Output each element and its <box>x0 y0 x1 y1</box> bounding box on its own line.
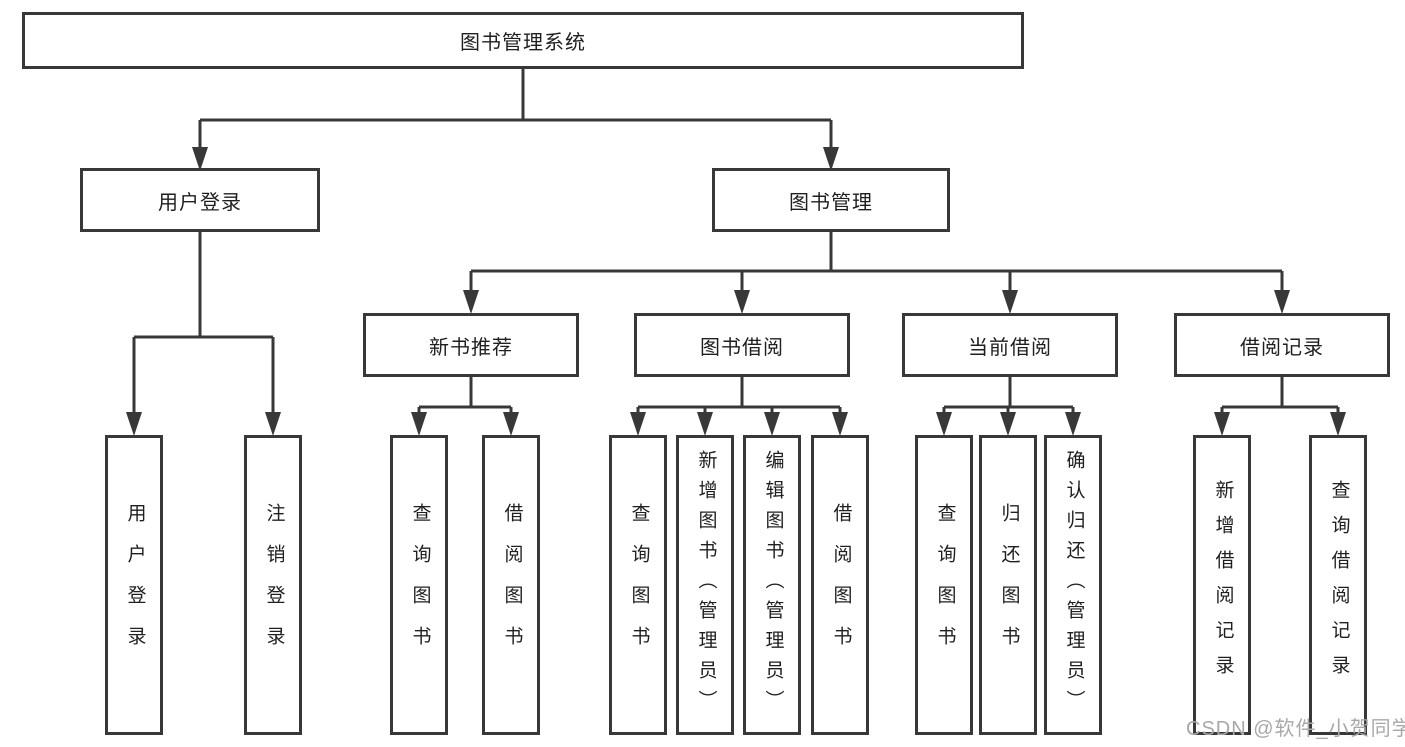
node-current-borrow-label: 当前借阅 <box>968 336 1052 359</box>
leaf-add-book-admin-label: 新增图书（管理员） <box>695 450 717 720</box>
leaf-borrow-query-label: 查询图书 <box>628 503 650 667</box>
watermark: CSDN @软件_小贺同学 <box>1186 718 1405 740</box>
connector-user-login-to-leaves <box>126 232 281 436</box>
connector-root-to-level2 <box>192 69 839 171</box>
arrow-down-icon <box>1214 412 1230 436</box>
connector-borrow-record-to-leaves <box>1214 377 1346 436</box>
leaf-current-query-label: 查询图书 <box>934 503 956 667</box>
arrow-down-icon <box>1000 412 1016 436</box>
leaf-borrow-book: 借阅图书 <box>811 435 869 735</box>
arrow-down-icon <box>265 412 281 436</box>
arrow-down-icon <box>463 290 479 314</box>
node-root: 图书管理系统 <box>22 12 1024 69</box>
leaf-new-book-borrow-label: 借阅图书 <box>501 503 523 667</box>
leaf-return-book: 归还图书 <box>979 435 1037 735</box>
node-user-login-label: 用户登录 <box>158 191 242 214</box>
arrow-down-icon <box>936 412 952 436</box>
leaf-confirm-return-admin-label: 确认归还（管理员） <box>1063 450 1085 720</box>
node-current-borrow: 当前借阅 <box>902 313 1118 377</box>
arrow-down-icon <box>1274 290 1290 314</box>
node-book-management-label: 图书管理 <box>789 191 873 214</box>
arrow-down-icon <box>192 147 208 171</box>
connector-new-book-to-leaves <box>411 377 519 436</box>
leaf-borrow-query: 查询图书 <box>609 435 667 735</box>
arrow-down-icon <box>697 412 713 436</box>
leaf-confirm-return-admin: 确认归还（管理员） <box>1044 435 1102 735</box>
arrow-down-icon <box>411 412 427 436</box>
node-borrow-record-label: 借阅记录 <box>1240 336 1324 359</box>
arrow-down-icon <box>126 412 142 436</box>
arrow-down-icon <box>503 412 519 436</box>
node-user-login: 用户登录 <box>80 168 320 232</box>
leaf-logout-label: 注销登录 <box>263 503 285 667</box>
arrow-down-icon <box>734 290 750 314</box>
leaf-add-borrow-record-label: 新增借阅记录 <box>1212 480 1234 690</box>
node-new-book-recommend: 新书推荐 <box>363 313 579 377</box>
leaf-edit-book-admin-label: 编辑图书（管理员） <box>762 450 784 720</box>
node-book-borrow-label: 图书借阅 <box>700 336 784 359</box>
leaf-add-book-admin: 新增图书（管理员） <box>676 435 734 735</box>
leaf-new-book-query: 查询图书 <box>390 435 448 735</box>
arrow-down-icon <box>823 147 839 171</box>
leaf-logout: 注销登录 <box>244 435 302 735</box>
node-book-borrow: 图书借阅 <box>634 313 850 377</box>
arrow-down-icon <box>1065 412 1081 436</box>
node-borrow-record: 借阅记录 <box>1174 313 1390 377</box>
arrow-down-icon <box>1330 412 1346 436</box>
leaf-query-borrow-record-label: 查询借阅记录 <box>1328 480 1350 690</box>
leaf-borrow-book-label: 借阅图书 <box>830 503 852 667</box>
connector-book-borrow-to-leaves <box>630 377 848 436</box>
leaf-new-book-borrow: 借阅图书 <box>482 435 540 735</box>
leaf-current-query: 查询图书 <box>915 435 973 735</box>
node-root-label: 图书管理系统 <box>460 32 586 54</box>
arrow-down-icon <box>630 412 646 436</box>
leaf-user-login-label: 用户登录 <box>124 503 146 667</box>
leaf-edit-book-admin: 编辑图书（管理员） <box>743 435 801 735</box>
connector-book-management-to-level3 <box>463 232 1290 314</box>
leaf-user-login: 用户登录 <box>105 435 163 735</box>
arrow-down-icon <box>832 412 848 436</box>
leaf-new-book-query-label: 查询图书 <box>409 503 431 667</box>
connector-current-borrow-to-leaves <box>936 377 1081 436</box>
leaf-return-book-label: 归还图书 <box>998 503 1020 667</box>
node-book-management: 图书管理 <box>712 168 950 232</box>
leaf-add-borrow-record: 新增借阅记录 <box>1193 435 1251 735</box>
arrow-down-icon <box>764 412 780 436</box>
node-new-book-recommend-label: 新书推荐 <box>429 336 513 359</box>
leaf-query-borrow-record: 查询借阅记录 <box>1309 435 1367 735</box>
arrow-down-icon <box>1002 290 1018 314</box>
